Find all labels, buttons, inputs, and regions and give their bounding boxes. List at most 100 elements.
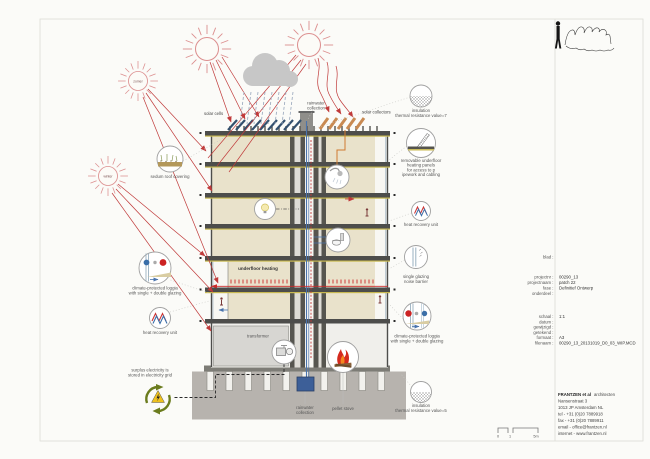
label-removable-1: removable underfloor [401,158,442,163]
recycle-icon [145,384,171,415]
titleblock-fase-label: fase : [543,286,554,291]
scale-bar: 0 1 5m [497,427,539,439]
sedum-callout [156,145,184,173]
shower-icon [329,167,343,185]
insulation-hatch-icon [410,96,432,107]
titleblock-blad-label: blad : [543,255,554,260]
firm-internet: internet - www.frantzen.nl [558,431,607,436]
label-heat-recovery-left: heat recovery unit [143,330,178,335]
titleblock-formaat-label: formaat : [537,335,554,340]
label-rainwater-tank-2: collection [296,410,315,415]
warning-triangle-icon [151,389,165,403]
underfloor-heating-elements [211,279,388,287]
lightbulb-icon [261,203,269,214]
toilet-callout [325,227,351,253]
label-sedum: sedum roof covering [151,174,191,179]
label-surplus-1: surplus electricity is [131,368,168,373]
label-surplus-2: stored in electricity grid [128,373,173,378]
sun-icon [284,20,334,70]
titleblock-projectnr-label: projectnr : [534,275,553,280]
firm-address-1: Nansenstraat 3 [558,399,588,404]
loggia-glazing-icon [143,253,171,282]
core-shaft [290,111,326,368]
firm-fax: fax - +31 (0)20 7889911 [558,418,604,423]
heat-recovery-right-callout [411,201,431,221]
scale-0: 0 [497,435,499,439]
label-loggia-right-1: climate-protected loggia [394,334,440,339]
callout-leaders [169,96,413,388]
firm-address-2: 1013 JP Amsterdam NL [558,405,604,410]
insulation-roof-callout [409,84,433,108]
titleblock-filenaam-label: filenaam : [535,341,554,346]
sun-icon [182,24,232,74]
label-transformer: transformer [247,334,270,339]
label-solar-cells: solar cells [204,111,223,116]
scale-5m: 5m [533,435,538,439]
titleblock-schaal-label: schaal : [539,314,554,319]
shower-callout [324,164,350,190]
label-pellet-stove: pellet stove [332,406,354,411]
firm-name: FRANTZEN et al [558,392,591,397]
insulation-ground-callout [410,381,432,403]
label-insulation-ground-2: thermal resistance value=5 [395,408,447,413]
toilet-icon [331,233,345,246]
firm-block: FRANTZEN et al architecten Nansenstraat … [558,392,616,436]
firm-tel: tel - +31 (0)20 7889918 [558,412,603,417]
collector-pipe [336,130,346,165]
occupant-figures [220,208,382,306]
heat-exchanger-icon [414,205,428,217]
label-rainwater-tank-1: rainwater [296,405,314,410]
titleblock-projectnr-value: 00290_13 [559,275,579,280]
insulation-hatch-icon [410,392,432,403]
label-solar-collectors: solar collectors [362,110,391,115]
titleblock-projectnaam-value: patch 22 [559,280,576,285]
loggia-glazing-icon [405,303,429,329]
firm-name-suffix: architecten [594,392,616,397]
foundation-slab [204,365,390,372]
label-loggia-right-2: with single + double glazing [391,339,444,344]
titleblock-getekend-label: getekend : [533,330,553,335]
titleblock-onderdeel-label: onderdeel : [532,291,554,296]
electricity-grid-line [172,364,285,398]
label-single-glazing-2: noise barrier [404,279,428,284]
solar-cells-panels [227,119,302,131]
pump-callout [271,339,297,365]
pellet-stove-callout [327,341,359,404]
heat-recovery-left-callout [149,307,171,329]
pump-icon [276,345,294,356]
flame-icon [334,349,352,368]
building-section [172,111,406,420]
titleblock-formaat-value: A3 [559,335,565,340]
titleblock: blad : projectnr : 00290_13 projectnaam … [527,255,635,346]
label-loggia-left-2: with single + double glazing [129,291,182,296]
label-single-glazing-1: single glazing [403,274,430,279]
sedum-icon [158,154,182,167]
firm-email: email - office@frantzen.nl [558,425,607,430]
sheet-border [39,18,644,442]
removable-floor-callout [406,128,436,158]
heat-exchanger-icon [151,312,168,325]
titleblock-fase-value: Definitief Ontwerp [559,286,594,291]
label-rainwater-top-2: collection [307,106,326,111]
rainwater-tank [296,376,315,392]
solar-collectors-panels [318,117,366,130]
titleblock-schaal-value: 1:1 [559,314,566,319]
surplus-electricity-callout [145,384,171,415]
cloud-icon [243,53,298,87]
label-insulation-roof-2: thermal resistance value=7 [395,113,447,118]
label-insulation-ground-1: insulation [412,403,431,408]
titleblock-filenaam-value: 00290_13_20131019_D0_03_WIP.MCD [559,341,636,346]
architect-logo-icon [554,21,615,52]
titleblock-datum-label: datum : [539,319,553,324]
floor-slabs [205,131,390,324]
loggia-left-callout [138,251,172,285]
label-loggia-left-1: climate-protected loggia [132,286,178,291]
single-glazing-callout [404,245,428,269]
label-removable-2: heating panels [407,163,435,168]
titleblock-projectnaam-label: projectnaam : [527,280,553,285]
titleblock-gewijzigd-label: gewijzigd : [533,325,553,330]
sun-label-zomer: zomer [133,79,143,83]
noise-glazing-icon [412,247,423,267]
